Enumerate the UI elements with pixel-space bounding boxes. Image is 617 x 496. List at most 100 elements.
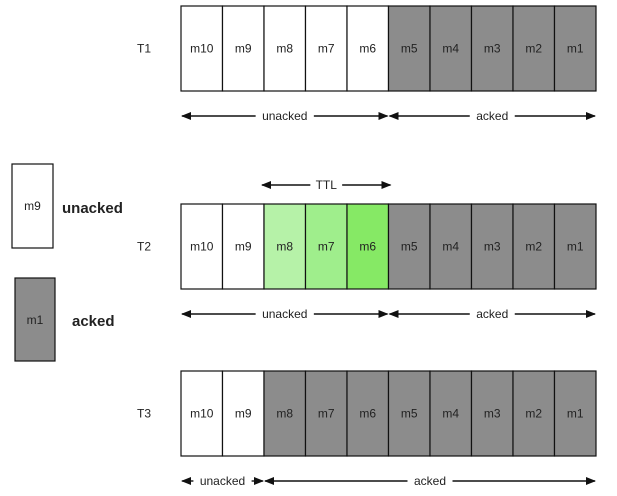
message-cell: m8 — [263, 370, 307, 457]
message-cell-label: m6 — [359, 407, 376, 421]
range-acked: acked — [388, 109, 596, 123]
message-cell-label: m8 — [276, 42, 293, 56]
legend: m9 unacked m1 acked — [11, 163, 123, 362]
ttl-label: TTL — [316, 178, 338, 192]
message-cell-label: m8 — [276, 407, 293, 421]
message-cell-box — [387, 5, 431, 92]
range-acked-label: acked — [476, 109, 508, 123]
message-cell: m7 — [304, 203, 348, 290]
message-cell-box — [470, 370, 514, 457]
message-cell-label: m9 — [235, 42, 252, 56]
message-cell: m6 — [346, 5, 390, 92]
message-cell: m8 — [263, 5, 307, 92]
range-unacked-label: unacked — [262, 109, 307, 123]
message-cell-box — [470, 5, 514, 92]
message-cell-box — [387, 370, 431, 457]
message-cell-box — [387, 203, 431, 290]
message-cell-label: m10 — [190, 240, 214, 254]
legend-unacked-box-label: m9 — [24, 199, 41, 213]
legend-unacked: m9 unacked — [11, 163, 123, 249]
message-cell-label: m7 — [318, 407, 335, 421]
message-cell-label: m5 — [401, 407, 418, 421]
message-cell-label: m6 — [359, 42, 376, 56]
message-cell-label: m7 — [318, 42, 335, 56]
message-cell: m2 — [512, 5, 556, 92]
message-cell-box — [263, 5, 307, 92]
range-acked-label: acked — [414, 474, 446, 488]
message-cell-box — [221, 203, 265, 290]
message-cell: m7 — [304, 5, 348, 92]
range-unacked: unacked — [181, 474, 264, 488]
message-cell: m9 — [221, 370, 265, 457]
range-unacked-label: unacked — [262, 307, 307, 321]
message-cell-box — [221, 370, 265, 457]
message-cell-label: m10 — [190, 42, 214, 56]
message-cell-label: m5 — [401, 240, 418, 254]
message-cell-label: m7 — [318, 240, 335, 254]
message-cell-box — [553, 5, 597, 92]
range-acked: acked — [264, 474, 596, 488]
message-cell: m1 — [553, 370, 597, 457]
message-cell-label: m4 — [442, 240, 459, 254]
message-cell: m7 — [304, 370, 348, 457]
range-unacked: unacked — [181, 307, 389, 321]
message-cell-label: m3 — [484, 42, 501, 56]
message-cell: m1 — [553, 5, 597, 92]
legend-unacked-box — [11, 163, 54, 249]
message-cell: m4 — [429, 370, 473, 457]
message-cell-box — [304, 5, 348, 92]
message-cell-label: m9 — [235, 240, 252, 254]
message-cell-box — [263, 370, 307, 457]
message-cell-box — [470, 203, 514, 290]
message-cell: m5 — [387, 370, 431, 457]
message-cell-label: m3 — [484, 240, 501, 254]
message-cell-label: m1 — [567, 42, 584, 56]
message-cell: m10 — [180, 5, 224, 92]
message-cell-label: m9 — [235, 407, 252, 421]
message-cell: m8 — [263, 203, 307, 290]
legend-acked-box-label: m1 — [27, 313, 44, 327]
message-cell-box — [553, 203, 597, 290]
message-cell: m5 — [387, 5, 431, 92]
range-unacked-label: unacked — [200, 474, 245, 488]
message-cell-label: m2 — [525, 42, 542, 56]
message-cell: m9 — [221, 5, 265, 92]
message-cell-box — [512, 203, 556, 290]
message-cell: m3 — [470, 5, 514, 92]
message-cell-box — [180, 203, 224, 290]
message-cell: m6 — [346, 203, 390, 290]
message-cell: m2 — [512, 370, 556, 457]
message-cell-label: m10 — [190, 407, 214, 421]
legend-acked-box — [14, 277, 56, 362]
row-label: T3 — [137, 407, 151, 421]
row-t3: T3 m10 m9 m8 m7 m6 m5 m4 m3 m2 m1 unacked acked — [137, 370, 597, 488]
message-cell-box — [553, 370, 597, 457]
message-cell-label: m5 — [401, 42, 418, 56]
range-unacked: unacked — [181, 109, 389, 123]
legend-acked: m1 acked — [14, 277, 115, 362]
row-label: T1 — [137, 42, 151, 56]
row-t1: T1 m10 m9 m8 m7 m6 m5 m4 m3 m2 m1 unacked acked — [137, 5, 597, 123]
message-cell-box — [346, 5, 390, 92]
message-cell: m9 — [221, 203, 265, 290]
message-cell-box — [429, 203, 473, 290]
range-acked: acked — [388, 307, 596, 321]
message-cell-label: m1 — [567, 407, 584, 421]
message-cell-box — [346, 370, 390, 457]
message-cell-label: m4 — [442, 407, 459, 421]
message-cell: m4 — [429, 203, 473, 290]
ttl-indicator: TTL — [261, 178, 392, 192]
message-cell-label: m4 — [442, 42, 459, 56]
message-cell-label: m3 — [484, 407, 501, 421]
message-cell-box — [304, 370, 348, 457]
message-cell: m6 — [346, 370, 390, 457]
range-acked-label: acked — [476, 307, 508, 321]
message-cell: m5 — [387, 203, 431, 290]
message-cell: m10 — [180, 203, 224, 290]
message-cell-box — [429, 5, 473, 92]
row-label: T2 — [137, 240, 151, 254]
legend-unacked-text: unacked — [62, 200, 123, 217]
